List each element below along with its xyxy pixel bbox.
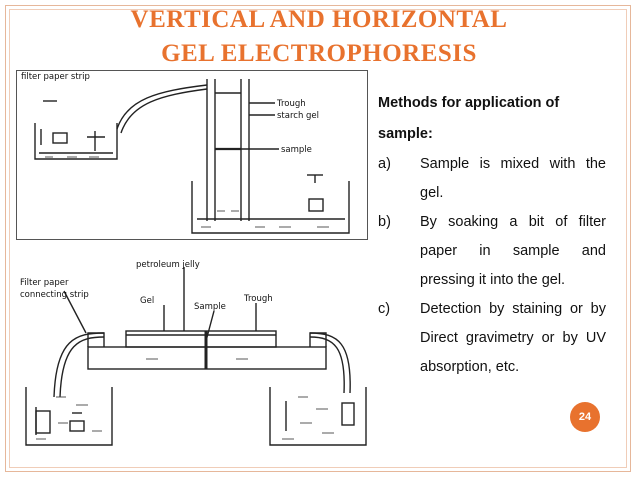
method-letter: b) bbox=[378, 214, 391, 230]
label-sample: Sample bbox=[194, 302, 226, 312]
methods-heading: Methods for application of sample: bbox=[378, 95, 560, 142]
slide-border bbox=[5, 5, 631, 472]
methods-list: Methods for application of sample: a) Sa… bbox=[378, 88, 606, 382]
method-item-b: b) By soaking a bit of filter paper in s… bbox=[378, 208, 606, 295]
label-filter-paper: Filter paper bbox=[20, 278, 69, 288]
label-gel: Gel bbox=[140, 296, 154, 306]
horizontal-electrophoresis-figure: petroleum jelly Filter paper connecting … bbox=[16, 247, 368, 457]
vertical-apparatus-drawing: filter paper strip Trough starch gel sam… bbox=[21, 72, 350, 234]
label-petroleum-jelly: petroleum jelly bbox=[136, 260, 200, 270]
method-item-c: c) Detection by staining or by Direct gr… bbox=[378, 295, 606, 382]
method-letter: a) bbox=[378, 156, 391, 172]
label-filter-paper-strip: filter paper strip bbox=[21, 72, 90, 82]
label-connecting-strip: connecting strip bbox=[20, 290, 89, 300]
method-text: Detection by staining or by Direct gravi… bbox=[420, 301, 606, 375]
slide-title-line1: VERTICAL AND HORIZONTAL bbox=[130, 6, 508, 33]
vertical-electrophoresis-figure: filter paper strip Trough starch gel sam… bbox=[16, 70, 368, 240]
label-starch-gel: starch gel bbox=[277, 111, 319, 121]
slide-inner-border bbox=[9, 9, 627, 468]
slide-title-line2: GEL ELECTROPHORESIS bbox=[161, 40, 477, 67]
label-trough: Trough bbox=[276, 99, 306, 109]
label-sample: sample bbox=[281, 145, 312, 155]
method-letter: c) bbox=[378, 301, 391, 317]
method-text: Sample is mixed with the gel. bbox=[420, 156, 606, 201]
label-trough: Trough bbox=[243, 294, 273, 304]
page-number-badge: 24 bbox=[570, 402, 600, 432]
method-item-a: a) Sample is mixed with the gel. bbox=[378, 150, 606, 208]
method-text: By soaking a bit of filter paper in samp… bbox=[420, 214, 606, 288]
horizontal-apparatus-drawing: petroleum jelly Filter paper connecting … bbox=[20, 260, 367, 446]
